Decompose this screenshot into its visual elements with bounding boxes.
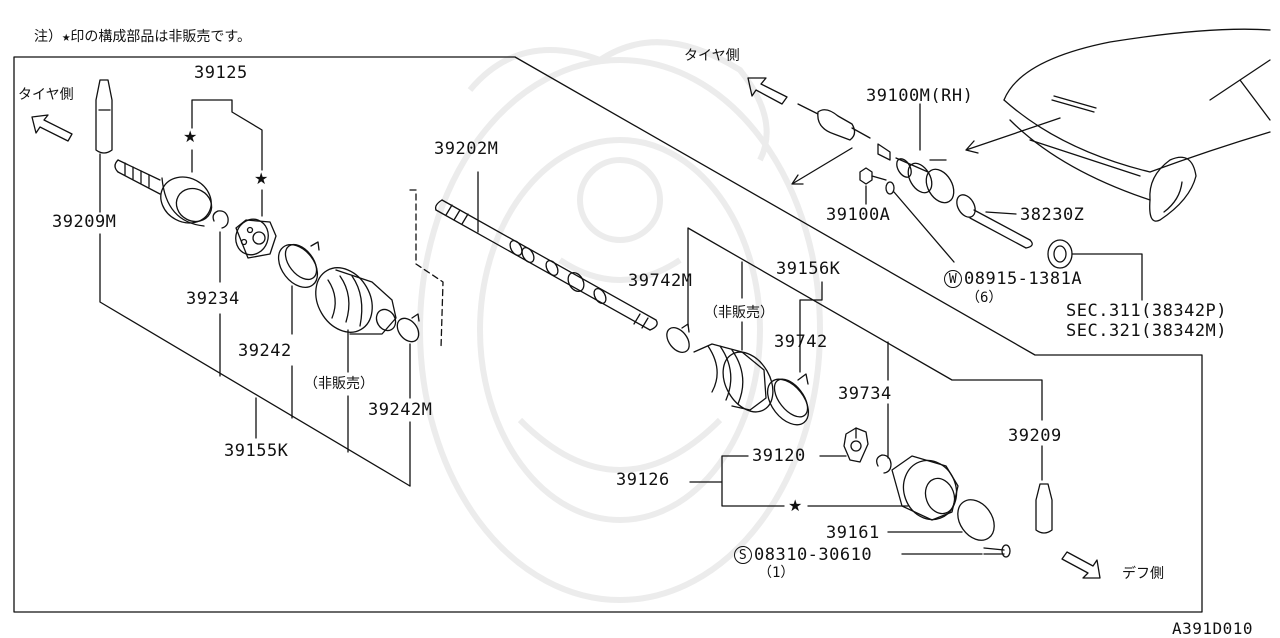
part-boot-left: [315, 267, 397, 335]
label-39155k: 39155K: [224, 441, 289, 461]
part-39242m-band: [396, 313, 420, 343]
part-08915-washer: [885, 181, 895, 195]
label-39742m: 39742M: [628, 271, 693, 291]
car-hood-sketch: [1003, 28, 1271, 222]
part-39126-housing: [891, 455, 959, 521]
label-08915-text: 08915-1381A: [964, 269, 1083, 289]
tire-side-arrow-left: [31, 114, 73, 142]
tire-side-arrow-right: [747, 77, 788, 105]
label-39100m-rh: 39100M(RH): [866, 86, 974, 106]
label-39126: 39126: [616, 470, 670, 490]
label-not-for-sale-1: （非販売）: [304, 376, 374, 392]
part-39742m-band: [666, 323, 690, 353]
part-boot-right: [693, 343, 774, 413]
label-39209m: 39209M: [52, 212, 117, 232]
part-39202m-shaft: [434, 199, 658, 331]
leader-39209m: [99, 153, 411, 487]
label-39120: 39120: [752, 446, 806, 466]
label-39100a: 39100A: [826, 205, 891, 225]
label-39202m: 39202M: [434, 139, 499, 159]
label-not-for-sale-2: （非販売）: [704, 305, 774, 321]
tire-side-label-left: タイヤ側: [18, 87, 74, 103]
part-39120-spider: [843, 427, 869, 463]
s-prefix-icon: S: [734, 546, 752, 564]
star-marker-3: ★: [788, 496, 803, 515]
part-39125-inner-race: [235, 218, 277, 259]
label-39156k: 39156K: [776, 259, 841, 279]
tire-side-label-right: タイヤ側: [684, 48, 740, 64]
label-39742: 39742: [774, 332, 828, 352]
dashed-bracket: [409, 189, 444, 349]
part-39209-sleeve: [1035, 483, 1053, 534]
diff-side-label: デフ側: [1122, 566, 1164, 582]
label-08310-text: 08310-30610: [754, 545, 873, 565]
part-39209m-sleeve: [95, 79, 113, 154]
star-marker-1: ★: [183, 127, 198, 146]
part-39100m-shaft: [797, 103, 1033, 249]
w-prefix-icon: W: [944, 270, 962, 288]
label-39242: 39242: [238, 341, 292, 361]
watermark-emblem: [417, 39, 823, 603]
label-39209: 39209: [1008, 426, 1062, 446]
part-39234-snap-ring: [212, 210, 229, 229]
part-39100a-bolt: [859, 167, 887, 185]
label-39161: 39161: [826, 523, 880, 543]
label-sec311: SEC.311(38342P): [1066, 301, 1228, 321]
assembly-frame: [13, 56, 1203, 613]
part-39742-band: [766, 373, 810, 426]
label-sec321: SEC.321(38342M): [1066, 321, 1228, 341]
pointer-arrow-1: [965, 117, 1061, 154]
part-38342-seal: [1047, 239, 1073, 269]
figure-code: A391D010: [1172, 619, 1254, 638]
label-38230z: 38230Z: [1020, 205, 1085, 225]
label-39234: 39234: [186, 289, 240, 309]
part-39242-band: [277, 241, 320, 288]
diff-side-arrow: [1061, 551, 1101, 579]
part-39161-cap: [957, 499, 995, 541]
part-08310-bolt: [983, 544, 1011, 558]
label-39125: 39125: [194, 63, 248, 83]
label-39734: 39734: [838, 384, 892, 404]
pointer-arrow-2: [791, 147, 853, 185]
label-39242m: 39242M: [368, 400, 433, 420]
star-marker-2: ★: [254, 169, 269, 188]
part-39125-outer-joint: [114, 159, 213, 227]
part-snap-ring-right: [876, 454, 892, 474]
note-text: 注）★印の構成部品は非販売です。: [34, 29, 252, 45]
label-08915-qty: （6）: [966, 290, 1003, 306]
label-08310-qty: （1）: [758, 565, 795, 581]
